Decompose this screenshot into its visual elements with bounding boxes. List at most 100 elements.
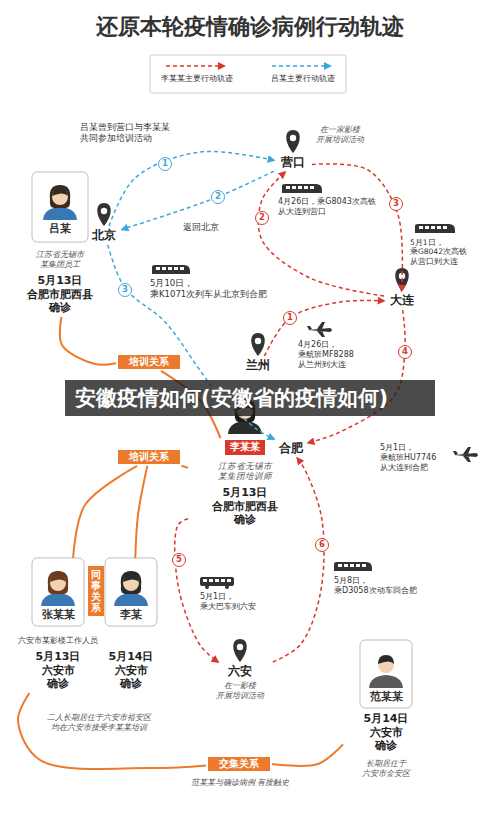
train-window bbox=[162, 267, 166, 270]
city-node: 六安在一影楼 开展培训活动 bbox=[205, 664, 275, 701]
pin-body bbox=[286, 130, 300, 153]
edge-label: 5月1日， 乘大巴车到六安 bbox=[200, 592, 262, 612]
pin-dot bbox=[255, 338, 261, 344]
relation-line bbox=[60, 317, 116, 365]
route-arrow bbox=[273, 458, 324, 662]
city-name: 营口 bbox=[276, 155, 310, 170]
legend-item: 李某某主要行动轨迹 bbox=[158, 60, 236, 83]
person-hair bbox=[123, 574, 139, 582]
person-portrait bbox=[114, 571, 148, 606]
person-info: 六安市某影楼工作人员 bbox=[15, 636, 101, 646]
city-name: 北京 bbox=[88, 228, 120, 243]
person-hair bbox=[52, 188, 68, 196]
train-window bbox=[168, 267, 172, 270]
edge-label: 返回北京 bbox=[183, 222, 223, 233]
legend-arrow bbox=[324, 62, 332, 70]
train-window bbox=[350, 564, 354, 567]
bus-wheel bbox=[205, 585, 209, 589]
route-arrow bbox=[312, 164, 402, 291]
train-window bbox=[304, 186, 308, 189]
note-text: 二人长期居住于六安市裕安区 均在六安市接受李某某培训 bbox=[40, 713, 158, 733]
pin-body bbox=[97, 203, 111, 226]
edge-label: 5月8日， 乘D3058次动车回合肥 bbox=[334, 576, 424, 596]
relation-text: 交集关系 bbox=[208, 758, 270, 770]
relation-band: 培训关系 bbox=[118, 450, 180, 464]
legend-arrow bbox=[218, 62, 226, 70]
relation-text: 培训关系 bbox=[118, 451, 180, 463]
illustration bbox=[32, 55, 478, 708]
person-shoulders bbox=[228, 421, 262, 434]
person-name: 吕某 bbox=[18, 222, 102, 236]
route-arrow bbox=[258, 172, 384, 296]
train-window bbox=[156, 267, 160, 270]
person-portrait bbox=[41, 571, 75, 606]
bus-body bbox=[200, 577, 234, 586]
person-shoulders bbox=[114, 593, 148, 606]
train-window bbox=[356, 564, 360, 567]
legend-line bbox=[166, 65, 220, 67]
relation-band: 培训关系 bbox=[118, 355, 180, 369]
train-window bbox=[298, 186, 302, 189]
pin-dot bbox=[290, 135, 296, 141]
relation-text: 培训关系 bbox=[118, 356, 180, 368]
route-arrow bbox=[175, 519, 218, 662]
city-name: 大连 bbox=[386, 293, 418, 308]
edge-label: 4月26日， 乘航班MF8288 从兰州到大连 bbox=[298, 340, 364, 370]
diagnosis-date: 5月14日 六安市 确诊 bbox=[106, 650, 156, 691]
person-hair bbox=[50, 574, 66, 582]
city-name: 兰州 bbox=[242, 358, 274, 373]
callout-number: 3 bbox=[389, 197, 403, 211]
person-card: 李某 5月14日 六安市 确诊 bbox=[101, 560, 161, 691]
callout-number: 2 bbox=[211, 190, 225, 204]
legend-item: 吕某主要行动轨迹 bbox=[264, 60, 342, 83]
train-window bbox=[344, 564, 348, 567]
person-name: 范某某 bbox=[345, 690, 427, 704]
relation-line bbox=[18, 693, 206, 769]
callout-number: 1 bbox=[158, 157, 172, 171]
bus-window bbox=[215, 579, 219, 582]
person-info: 江苏省无锡市 某集团员工 bbox=[30, 250, 90, 270]
legend-sample bbox=[268, 60, 338, 72]
person-name: 李某 bbox=[101, 608, 161, 622]
train-body bbox=[152, 265, 190, 274]
callout-number: 6 bbox=[315, 538, 329, 552]
city-note: 在一家影楼 开展培训活动 bbox=[314, 125, 366, 145]
train-window bbox=[174, 267, 178, 270]
train-window bbox=[338, 564, 342, 567]
bus-window bbox=[209, 579, 213, 582]
person-hair bbox=[378, 655, 394, 664]
person-info: 江苏省无锡市 某集团培训师 bbox=[209, 461, 281, 482]
plane-icon bbox=[453, 447, 478, 462]
person-shoulders bbox=[43, 207, 77, 220]
callout-number: 4 bbox=[398, 345, 412, 359]
edge-label: 5月1日，乘G8042次高铁 从营口到大连 bbox=[410, 238, 496, 266]
city-name: 六安 bbox=[205, 664, 275, 679]
relation-line bbox=[73, 466, 137, 558]
city-note: 在一影楼 开展培训活动 bbox=[208, 681, 272, 701]
relation-band: 交集关系 bbox=[208, 757, 270, 771]
train-window bbox=[419, 226, 423, 229]
route-arrow bbox=[109, 151, 274, 226]
city-node: 合肥 bbox=[276, 441, 306, 456]
location-pin bbox=[251, 333, 265, 356]
pin-dot bbox=[101, 208, 107, 214]
route-arrow bbox=[122, 171, 274, 229]
person-name-tag: 李某某 bbox=[225, 440, 265, 455]
person-shoulders bbox=[41, 593, 75, 606]
legend-sample bbox=[162, 60, 232, 72]
bus-icon bbox=[200, 577, 234, 589]
city-node: 营口在一家影楼 开展培训活动 bbox=[276, 155, 310, 170]
train-window bbox=[180, 267, 184, 270]
edge-label: 4月26日，乘G8043次高铁 从大连到营口 bbox=[278, 197, 376, 217]
train-window bbox=[425, 226, 429, 229]
legend-frame bbox=[150, 55, 346, 93]
plane-icon bbox=[307, 322, 332, 337]
pin-body bbox=[251, 333, 265, 356]
train-window bbox=[286, 186, 290, 189]
train-window bbox=[443, 226, 447, 229]
pin-dot bbox=[237, 644, 243, 650]
train-icon bbox=[334, 562, 372, 571]
location-pin bbox=[97, 203, 111, 226]
edge-label: 5月1日， 乘航班HU7746 从大连到合肥 bbox=[380, 443, 448, 473]
